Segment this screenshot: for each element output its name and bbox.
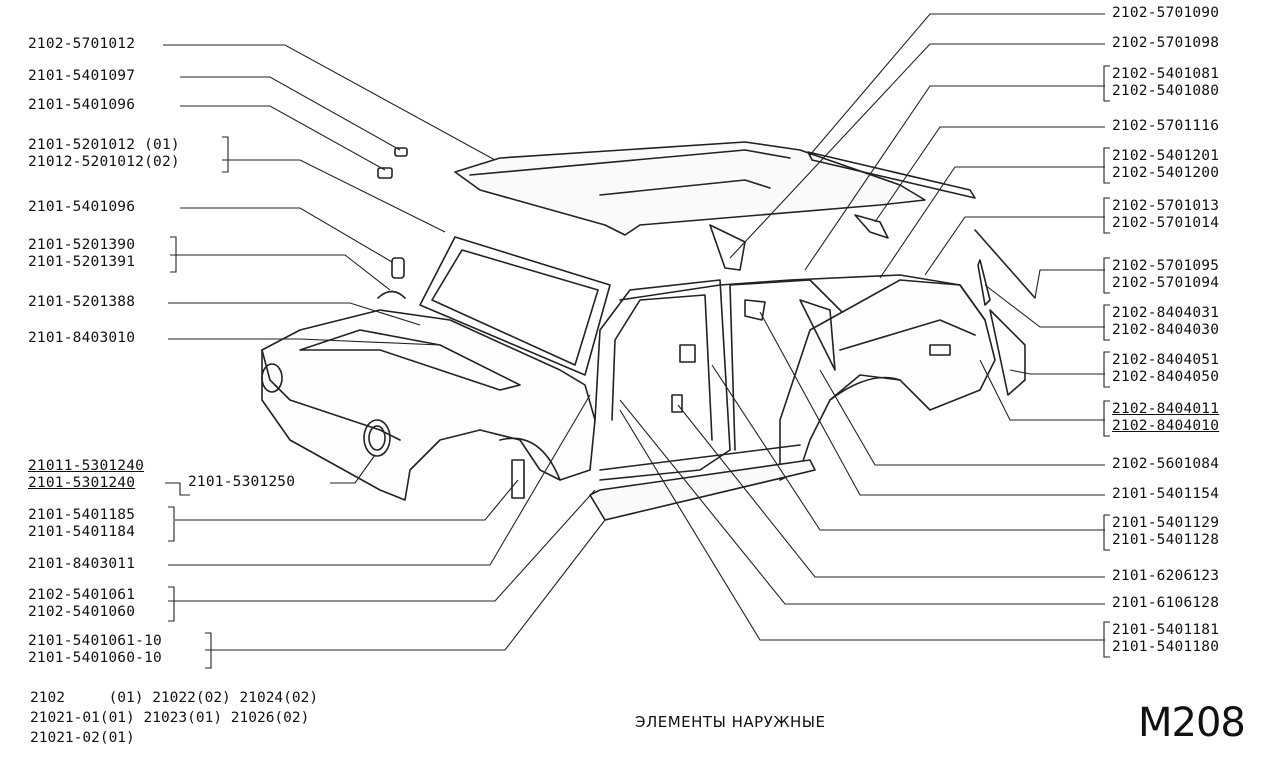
part-label-group: 2101-6206123	[1112, 568, 1219, 585]
part-number: 2102-5701116	[1112, 118, 1220, 134]
part-number: 2102-8404030	[1112, 322, 1220, 338]
page-title: ЭЛЕМЕНТЫ НАРУЖНЫЕ	[635, 713, 826, 731]
model-line: 21021-02(01)	[30, 730, 135, 746]
part-number: 2101-5401181	[1112, 622, 1220, 638]
part-number: 2101-5301250	[188, 474, 296, 490]
part-number: 2102-5401200	[1112, 165, 1220, 181]
part-label-group: 2101-5401096	[28, 199, 135, 216]
part-number: 2101-5201388	[28, 294, 136, 310]
part-number: 2101-5401129	[1112, 515, 1220, 531]
part-number: 2102-5401080	[1112, 83, 1220, 99]
part-number: 2102-5701013	[1112, 198, 1220, 214]
part-label-group: 2101-8403011	[28, 556, 135, 573]
part-number: 2101-8403010	[28, 330, 136, 346]
model-line: 2102 (01) 21022(02) 21024(02)	[30, 690, 319, 706]
part-label-group: 2102-5701098	[1112, 35, 1219, 52]
part-number: 2101-5401061-10	[28, 633, 162, 649]
part-number: 2102-5401201	[1112, 148, 1220, 164]
part-number: 2101-5401180	[1112, 639, 1220, 655]
part-number: 2101-5401096	[28, 97, 136, 113]
part-label-group: 2101-8403010	[28, 330, 135, 347]
part-label-group: 2102-5701090	[1112, 5, 1219, 22]
part-number: 2102-8404050	[1112, 369, 1220, 385]
part-number: 2101-5401154	[1112, 486, 1220, 502]
part-number: 2101-5401184	[28, 524, 136, 540]
part-number: 2102-5601084	[1112, 456, 1220, 472]
part-number: 21012-5201012(02)	[28, 154, 180, 170]
part-number: 2102-5701094	[1112, 275, 1220, 291]
part-number: 2101-5301240	[28, 475, 136, 491]
part-number: 2102-5701098	[1112, 35, 1220, 51]
part-label-group: 2101-5201388	[28, 294, 135, 311]
part-label-group: 2101-5401154	[1112, 486, 1219, 503]
part-number: 2102-8404031	[1112, 305, 1220, 321]
part-number: 2101-8403011	[28, 556, 136, 572]
part-label-group: 2101-5401097	[28, 68, 135, 85]
model-line: 21021-01(01) 21023(01) 21026(02)	[30, 710, 310, 726]
part-number: 2102-5401061	[28, 587, 136, 603]
part-label-group: 2101-6106128	[1112, 595, 1219, 612]
part-number: 2102-5401081	[1112, 66, 1220, 82]
label-brackets	[168, 65, 1110, 669]
part-number: 2101-6106128	[1112, 595, 1220, 611]
model-applicability-list: 2102 (01) 21022(02) 21024(02) 21021-01(0…	[30, 688, 318, 748]
part-label-group: 2102-5701116	[1112, 118, 1219, 135]
part-label-group: 2101-5401096	[28, 97, 135, 114]
part-label-group: 2102-5701012	[28, 36, 135, 53]
part-number: 2102-5701014	[1112, 215, 1220, 231]
part-number: 2101-5201390	[28, 237, 136, 253]
part-number: 2102-8404051	[1112, 352, 1220, 368]
part-number: 2102-5701012	[28, 36, 136, 52]
part-number: 2102-8404010	[1112, 418, 1220, 434]
part-number: 2101-5401128	[1112, 532, 1220, 548]
part-number: 2101-5401185	[28, 507, 136, 523]
part-number: 2102-5701095	[1112, 258, 1220, 274]
leader-lines	[163, 13, 1105, 651]
part-number: 2102-5401060	[28, 604, 136, 620]
part-number: 2101-5401060-10	[28, 650, 162, 666]
part-number: 2101-5201012 (01)	[28, 137, 180, 153]
part-number: 21011-5301240	[28, 458, 145, 474]
part-number: 2101-5401097	[28, 68, 136, 84]
part-number: 2101-5201391	[28, 254, 136, 270]
part-label-group: 2101-5201012 (01)21012-5201012(02)	[28, 137, 180, 171]
part-label-group: 2102-5601084	[1112, 456, 1219, 473]
car-body-drawing	[261, 141, 1036, 521]
page-code: M208	[1138, 700, 1246, 746]
part-label-group: 2101-5301250	[188, 474, 295, 491]
part-number: 2102-5701090	[1112, 5, 1220, 21]
part-number: 2101-5401096	[28, 199, 136, 215]
part-number: 2101-6206123	[1112, 568, 1220, 584]
part-number: 2102-8404011	[1112, 401, 1220, 417]
